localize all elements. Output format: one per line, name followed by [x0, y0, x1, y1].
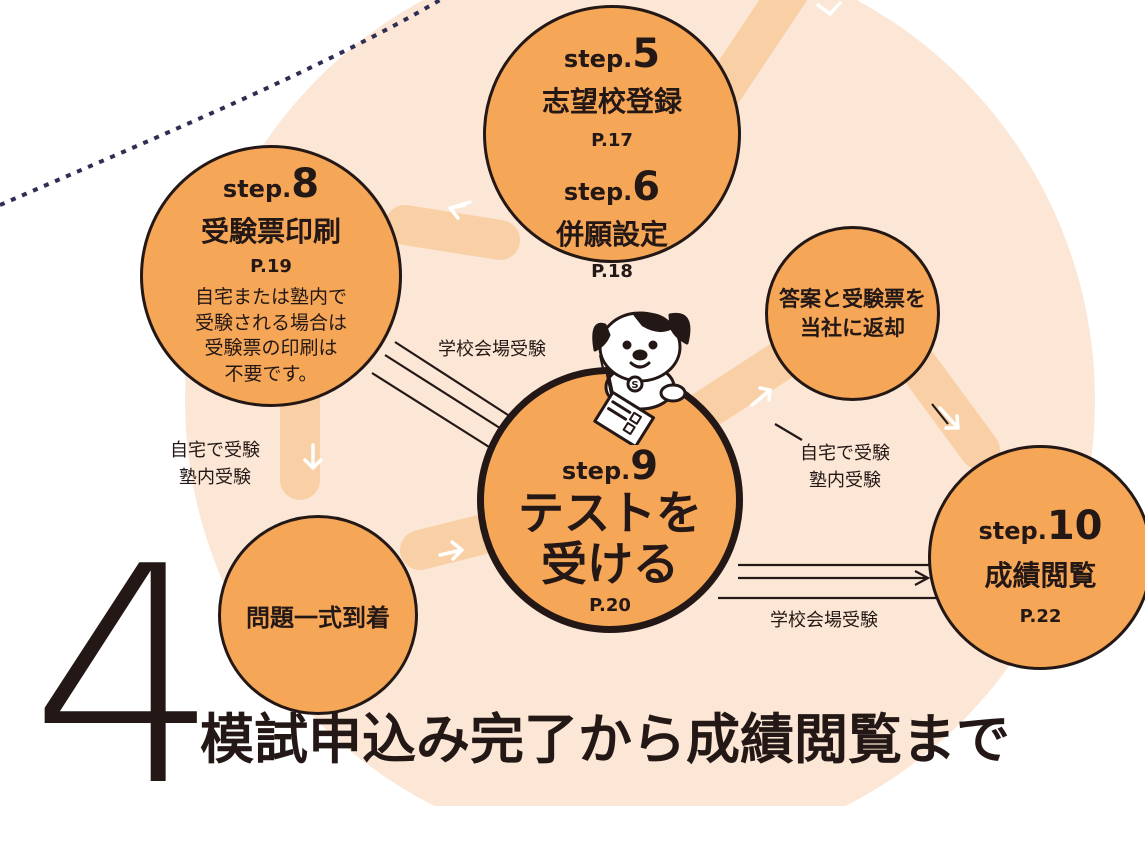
svg-text:S: S	[631, 380, 638, 391]
connector-right-tick2	[931, 403, 949, 425]
step6-title: 併願設定	[555, 218, 668, 251]
arrowhead	[914, 570, 931, 586]
note-line: 受験される場合は	[194, 311, 347, 334]
arrow-icon	[750, 386, 772, 407]
step6-label: step.6	[563, 164, 661, 210]
step5-page: P.17	[591, 130, 633, 151]
connector-8-9-b	[384, 354, 504, 431]
node-arrival: 問題一式到着	[218, 515, 418, 715]
label-line: 塾内受験	[809, 470, 881, 491]
step10-title: 成績閲覧	[984, 559, 1097, 592]
arrow-icon	[938, 406, 960, 430]
node-return: 答案と受験票を 当社に返却	[765, 226, 940, 401]
route-label-school-bottom: 学校会場受験	[770, 610, 878, 631]
section-number: 4	[30, 503, 221, 852]
step10-label: step.10	[978, 503, 1103, 549]
step8-page: P.19	[250, 256, 292, 277]
label-line: 塾内受験	[179, 467, 251, 488]
track-8-6	[385, 205, 520, 260]
step5-label: step.5	[563, 31, 661, 77]
track-return-10	[890, 335, 1000, 470]
connector-8-9-a	[394, 341, 509, 416]
node-step8: step.8 受験票印刷 P.19 自宅または塾内で 受験される場合は 受験票の…	[140, 145, 402, 407]
step8-label: step.8	[222, 161, 320, 207]
step8-note: 自宅または塾内で 受験される場合は 受験票の印刷は 不要です。	[195, 285, 347, 388]
arrow-icon	[816, 1, 842, 16]
step9-page: P.20	[589, 595, 631, 617]
arrow-icon	[303, 443, 323, 470]
dotted-arc	[0, 0, 442, 207]
arrow-icon	[438, 540, 464, 561]
return-line: 答案と受験票を	[779, 287, 926, 312]
step9-label: step.9	[561, 443, 659, 489]
return-line: 当社に返却	[800, 315, 905, 340]
step9-title: テストを	[518, 486, 702, 540]
dog-mascot-icon: S	[592, 311, 691, 445]
route-label-school-top: 学校会場受験	[438, 339, 546, 360]
note-line: 受験票の印刷は	[204, 337, 338, 360]
arrows	[303, 1, 960, 561]
node-step10: step.10 成績閲覧 P.22	[928, 445, 1145, 670]
note-line: 自宅または塾内で	[194, 286, 347, 308]
note-line: 不要です。	[224, 362, 318, 385]
route-label-home-left: 自宅で受験 塾内受験	[170, 437, 260, 491]
step10-page: P.22	[1019, 606, 1062, 627]
answer-sheet-icon	[593, 390, 656, 445]
page-heading: 模試申込み完了から成績閲覧まで	[200, 708, 1010, 771]
label-line: 自宅で受験	[170, 440, 260, 461]
arrival-title: 問題一式到着	[246, 603, 390, 632]
connector-right-tick	[774, 423, 803, 441]
connector-8-9-c	[371, 372, 498, 453]
label-line: 自宅で受験	[800, 443, 890, 464]
arrow-icon	[448, 200, 472, 220]
flow-diagram: step.5 志望校登録 P.17 step.6 併願設定 P.18 step.…	[0, 0, 1145, 828]
route-label-home-right: 自宅で受験 塾内受験	[800, 440, 890, 494]
step8-title: 受験票印刷	[200, 215, 341, 248]
node-step5-6: step.5 志望校登録 P.17 step.6 併願設定 P.18	[483, 5, 741, 282]
step6-page: P.18	[591, 261, 633, 282]
step9-title: 受ける	[541, 536, 679, 591]
step5-title: 志望校登録	[541, 85, 682, 118]
